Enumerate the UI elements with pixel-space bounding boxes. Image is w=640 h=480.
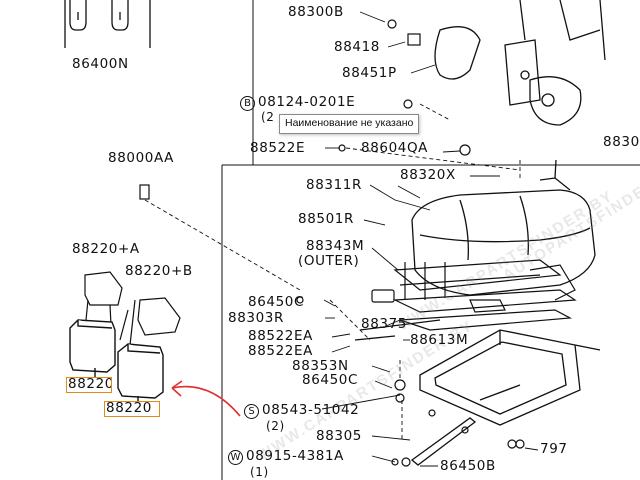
part-name-tooltip: Наименование не указано bbox=[279, 114, 420, 134]
seat-rails bbox=[371, 259, 577, 331]
part-label-86450B: 86450B bbox=[440, 458, 496, 474]
part-label-88451P: 88451P bbox=[342, 65, 397, 81]
part-label-88522EA-lower: 88522EA bbox=[248, 343, 313, 359]
part-label-88604QA: 88604QA bbox=[361, 140, 429, 156]
part-label-88311R: 88311R bbox=[306, 177, 362, 193]
part-label-797: 797 bbox=[540, 441, 568, 457]
part-label-88501R: 88501R bbox=[298, 211, 354, 227]
part-label-88522E: 88522E bbox=[250, 140, 306, 156]
part-label-88522EA-upper: 88522EA bbox=[248, 328, 313, 344]
part-label-86400N: 86400N bbox=[72, 56, 129, 72]
part-label-88220B: 88220+B bbox=[125, 263, 193, 279]
part-label-86450C-upper: 86450C bbox=[248, 294, 304, 310]
solid-leaders bbox=[321, 11, 539, 467]
fasteners bbox=[139, 19, 525, 467]
part-label-88343M-outer: (OUTER) bbox=[298, 253, 360, 269]
circle-w-symbol: W bbox=[228, 450, 243, 465]
part-label-88375: 88375 bbox=[361, 316, 407, 332]
part-qty-08543: (2) bbox=[266, 419, 285, 433]
part-label-88303R: 88303R bbox=[228, 310, 284, 326]
frame-lines bbox=[221, 0, 640, 480]
part-label-8830: 8830 bbox=[603, 134, 640, 150]
part-label-86450C-lower: 86450C bbox=[302, 372, 358, 388]
part-label-08543-51042: 08543-51042 bbox=[262, 402, 360, 418]
link-bar bbox=[354, 319, 477, 466]
part-label-08915-4381A: 08915-4381A bbox=[246, 448, 345, 464]
seat-cushion bbox=[411, 159, 596, 296]
part-qty-08124: (2 bbox=[261, 110, 275, 124]
part-label-88220A: 88220+A bbox=[72, 241, 140, 257]
highlighted-part-88220-right[interactable]: 88220 bbox=[104, 401, 160, 417]
part-label-88343M: 88343M bbox=[306, 238, 365, 254]
part-label-88305: 88305 bbox=[316, 428, 362, 444]
left-brackets bbox=[84, 271, 181, 346]
part-label-88000AA: 88000AA bbox=[108, 150, 174, 166]
part-label-88300B: 88300B bbox=[288, 4, 344, 20]
headrest-stay bbox=[64, 0, 151, 48]
recliner-brackets bbox=[434, 0, 606, 126]
part-label-88353N: 88353N bbox=[292, 358, 349, 374]
leader-lines bbox=[144, 103, 521, 440]
part-label-88320X: 88320X bbox=[400, 167, 456, 183]
circle-b-symbol: B bbox=[240, 96, 255, 111]
part-qty-08915: (1) bbox=[250, 465, 269, 479]
seat-base bbox=[419, 329, 601, 426]
circle-s-symbol: S bbox=[244, 404, 259, 419]
red-arrow bbox=[171, 380, 241, 417]
part-label-88418: 88418 bbox=[334, 39, 380, 55]
seat-side-covers bbox=[69, 319, 164, 402]
part-label-08124-0201E: 08124-0201E bbox=[258, 94, 356, 110]
highlighted-part-88220-left[interactable]: 88220 bbox=[66, 377, 112, 393]
part-label-88613M: 88613M bbox=[410, 332, 469, 348]
